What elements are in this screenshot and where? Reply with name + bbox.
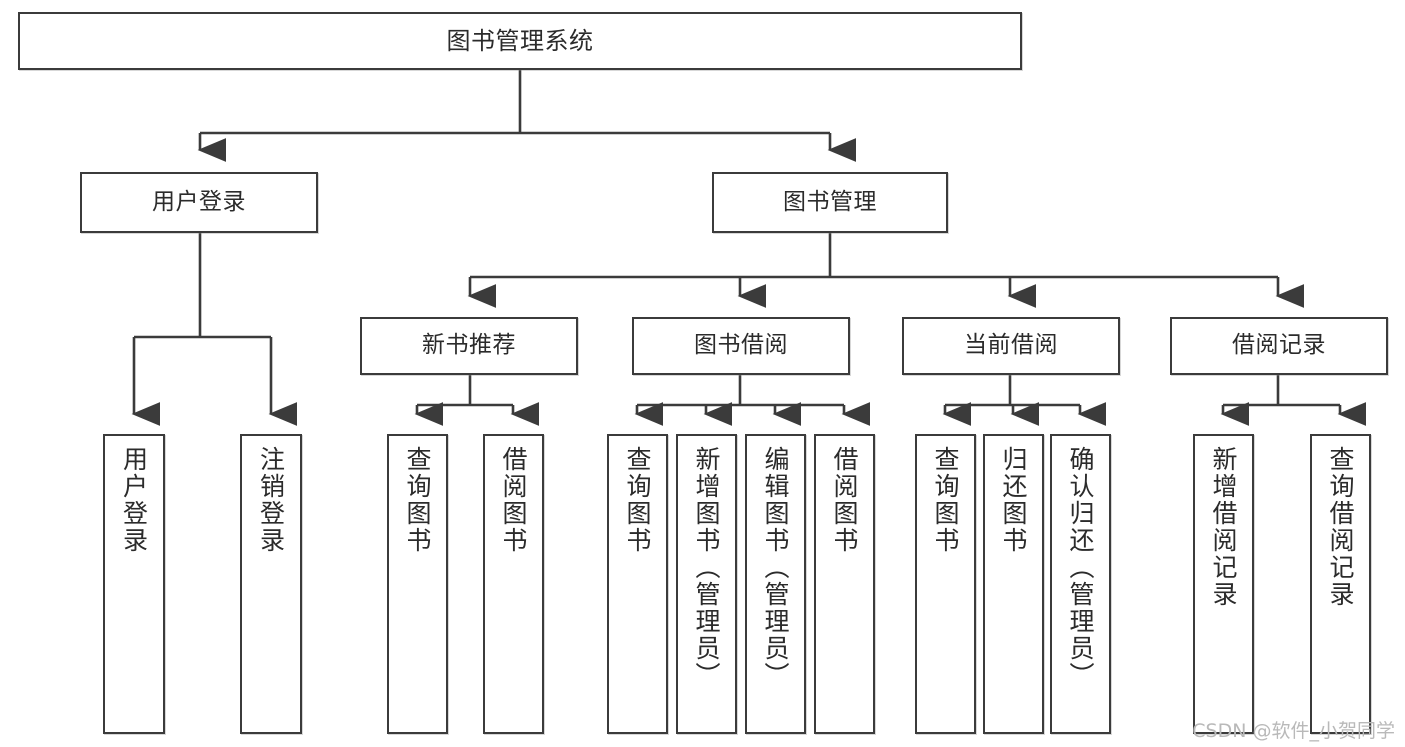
leaf-current-return-book[interactable]: 归还图书 [983, 434, 1044, 734]
leaf-new-book-borrow-label: 借阅图书 [499, 446, 528, 554]
node-root-system-label: 图书管理系统 [446, 26, 594, 55]
node-current-borrow[interactable]: 当前借阅 [902, 317, 1120, 375]
leaf-borrow-edit-book-label: 编辑图书（管理员） [761, 446, 790, 689]
node-user-login[interactable]: 用户登录 [80, 172, 318, 233]
leaf-current-confirm-return-label: 确认归还（管理员） [1066, 446, 1095, 689]
leaf-new-book-borrow[interactable]: 借阅图书 [483, 434, 544, 734]
node-book-management-label: 图书管理 [783, 188, 877, 215]
leaf-borrow-edit-book[interactable]: 编辑图书（管理员） [745, 434, 806, 734]
leaf-user-login-logout-label: 注销登录 [256, 446, 286, 554]
leaf-borrow-borrow-book-label: 借阅图书 [830, 446, 859, 554]
node-user-login-label: 用户登录 [152, 188, 246, 215]
leaf-current-query-book[interactable]: 查询图书 [915, 434, 976, 734]
leaf-borrow-add-book-label: 新增图书（管理员） [692, 446, 721, 689]
leaf-record-query-label: 查询借阅记录 [1326, 446, 1355, 608]
node-book-borrow[interactable]: 图书借阅 [632, 317, 850, 375]
leaf-borrow-add-book[interactable]: 新增图书（管理员） [676, 434, 737, 734]
leaf-user-login-login-label: 用户登录 [119, 446, 149, 554]
leaf-record-query[interactable]: 查询借阅记录 [1310, 434, 1371, 734]
leaf-record-add-label: 新增借阅记录 [1209, 446, 1238, 608]
node-book-borrow-label: 图书借阅 [694, 332, 788, 359]
leaf-record-add[interactable]: 新增借阅记录 [1193, 434, 1254, 734]
leaf-current-query-book-label: 查询图书 [931, 446, 960, 554]
node-new-book-recommend-label: 新书推荐 [422, 332, 516, 359]
node-new-book-recommend[interactable]: 新书推荐 [360, 317, 578, 375]
node-book-management[interactable]: 图书管理 [712, 172, 948, 233]
leaf-borrow-borrow-book[interactable]: 借阅图书 [814, 434, 875, 734]
leaf-current-return-book-label: 归还图书 [999, 446, 1028, 554]
node-borrow-record[interactable]: 借阅记录 [1170, 317, 1388, 375]
leaf-user-login-login[interactable]: 用户登录 [103, 434, 165, 734]
node-root-system[interactable]: 图书管理系统 [18, 12, 1022, 70]
leaf-current-confirm-return[interactable]: 确认归还（管理员） [1050, 434, 1111, 734]
node-borrow-record-label: 借阅记录 [1232, 332, 1326, 359]
leaf-borrow-query-book-label: 查询图书 [623, 446, 652, 554]
leaf-new-book-query[interactable]: 查询图书 [387, 434, 448, 734]
leaf-borrow-query-book[interactable]: 查询图书 [607, 434, 668, 734]
node-current-borrow-label: 当前借阅 [964, 332, 1058, 359]
leaf-user-login-logout[interactable]: 注销登录 [240, 434, 302, 734]
leaf-new-book-query-label: 查询图书 [403, 446, 432, 554]
